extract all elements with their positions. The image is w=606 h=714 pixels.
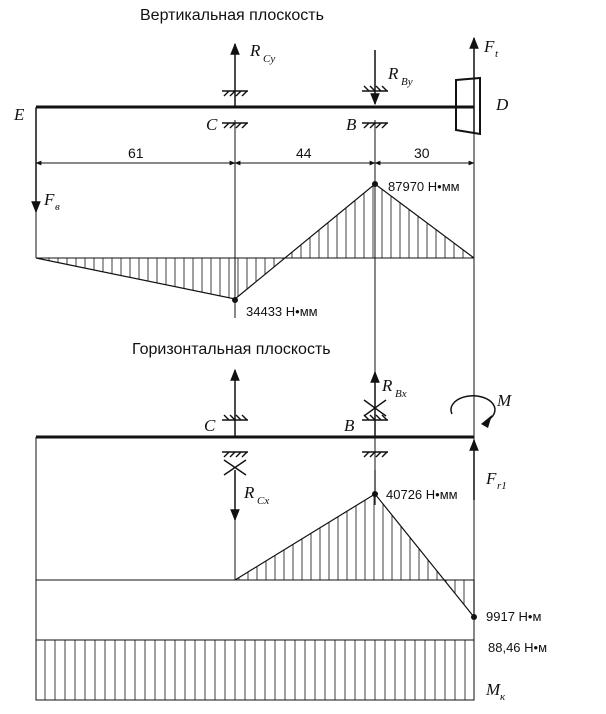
force-label-Fr1: F — [485, 469, 497, 488]
moment-label-M: M — [496, 391, 512, 410]
force-label-Fv: F — [43, 190, 55, 209]
force-label-Ft: F — [483, 37, 495, 56]
force-sub-Fv: в — [55, 201, 60, 213]
moment-point-vert-B — [372, 181, 378, 187]
force-sub-Fr1: r1 — [497, 480, 507, 492]
dimension-CB: 44 — [296, 145, 312, 161]
moment-arrow-head — [481, 415, 492, 428]
force-sub-Ft: t — [495, 48, 499, 60]
force-label-RBy: R — [387, 64, 399, 83]
point-label-C: C — [206, 115, 218, 134]
point-label-B: B — [346, 115, 357, 134]
point-label-B-horizontal: B — [344, 416, 355, 435]
vertical-moment-outline — [35, 183, 475, 300]
force-sub-RCy: Cy — [263, 53, 275, 65]
horizontal-moment-outline — [234, 493, 475, 618]
moment-value-hor-D: 9917 Н•м — [486, 609, 541, 624]
support-icon-C-vertical — [222, 90, 248, 129]
force-sub-RBy: By — [401, 76, 413, 88]
moment-value-vert-C: 34433 Н•мм — [246, 304, 318, 319]
moment-arrow-M — [450, 395, 496, 421]
moment-point-vert-C — [232, 297, 238, 303]
point-label-D: D — [495, 95, 509, 114]
gear-icon — [455, 76, 481, 136]
horizontal-plane-title: Горизонтальная плоскость — [132, 341, 331, 358]
point-label-C-horizontal: C — [204, 416, 216, 435]
hatch-vertical-moment — [48, 185, 473, 298]
force-label-RCx: R — [243, 483, 255, 502]
moment-value-vert-B: 87970 Н•мм — [388, 179, 460, 194]
torque-sub-Mk: к — [500, 691, 506, 703]
force-sub-RBx: Bx — [395, 388, 407, 400]
hatch-horizontal-moment — [238, 494, 465, 605]
point-label-E: E — [13, 105, 25, 124]
dimension-BD: 30 — [414, 145, 430, 161]
moment-point-hor-D — [471, 614, 477, 620]
support-icon-C-horizontal — [222, 414, 248, 476]
guide-lines — [35, 107, 475, 700]
moment-value-hor-B: 40726 Н•мм — [386, 487, 458, 502]
hatch-torque — [44, 640, 466, 700]
torque-label-Mk: M — [485, 680, 501, 699]
force-sub-RCx: Cx — [257, 495, 269, 507]
force-label-RBx: R — [381, 376, 393, 395]
dimension-EC: 61 — [128, 145, 144, 161]
moment-value-torque: 88,46 Н•м — [488, 640, 547, 655]
force-label-RCy: R — [249, 41, 261, 60]
vertical-plane-title: Вертикальная плоскость — [140, 7, 324, 24]
moment-point-hor-B — [372, 491, 378, 497]
